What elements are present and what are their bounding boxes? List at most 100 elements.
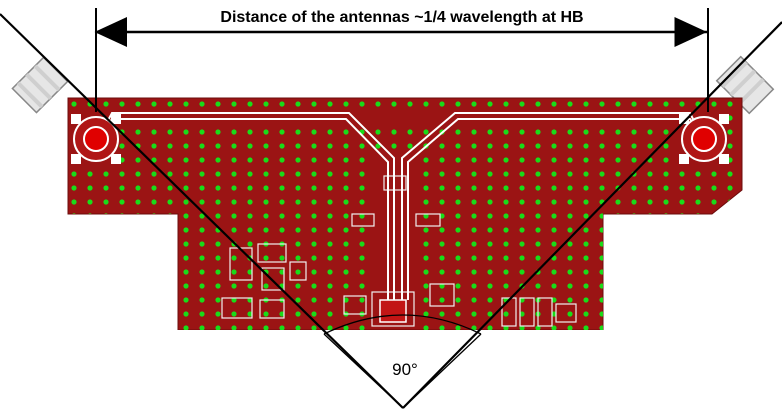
via	[439, 241, 445, 247]
via	[487, 269, 493, 275]
via	[119, 325, 125, 330]
via	[567, 241, 573, 247]
via	[215, 129, 221, 135]
via	[311, 199, 317, 205]
via	[295, 297, 301, 303]
via	[119, 283, 125, 289]
via	[167, 241, 173, 247]
via	[199, 157, 205, 163]
via	[247, 325, 253, 330]
via	[455, 157, 461, 163]
via	[263, 283, 269, 289]
via	[455, 171, 461, 177]
via	[119, 241, 125, 247]
via	[727, 185, 733, 191]
via	[231, 255, 237, 261]
via	[567, 297, 573, 303]
via	[615, 143, 621, 149]
via	[199, 255, 205, 261]
via	[215, 269, 221, 275]
via	[471, 283, 477, 289]
via	[471, 143, 477, 149]
via	[343, 143, 349, 149]
via	[231, 143, 237, 149]
via	[135, 269, 141, 275]
via	[231, 101, 237, 107]
via	[631, 269, 637, 275]
via	[647, 227, 653, 233]
via	[663, 255, 669, 261]
via	[295, 283, 301, 289]
via	[439, 157, 445, 163]
via	[663, 143, 669, 149]
via	[471, 269, 477, 275]
via	[359, 241, 365, 247]
via	[423, 283, 429, 289]
via	[663, 297, 669, 303]
via	[247, 311, 253, 317]
via	[71, 241, 77, 247]
via	[535, 101, 541, 107]
via	[599, 241, 605, 247]
via	[327, 101, 333, 107]
via	[215, 325, 221, 330]
via	[343, 185, 349, 191]
via	[87, 269, 93, 275]
via	[215, 199, 221, 205]
via	[583, 227, 589, 233]
via	[359, 185, 365, 191]
via	[471, 325, 477, 330]
via	[487, 213, 493, 219]
via	[455, 143, 461, 149]
via	[311, 241, 317, 247]
via	[471, 171, 477, 177]
via	[71, 325, 77, 330]
via	[151, 171, 157, 177]
via	[215, 171, 221, 177]
via	[439, 185, 445, 191]
via	[71, 171, 77, 177]
via	[295, 241, 301, 247]
via	[519, 227, 525, 233]
via	[567, 227, 573, 233]
via	[167, 157, 173, 163]
via	[455, 325, 461, 330]
via	[567, 157, 573, 163]
via	[535, 129, 541, 135]
via	[599, 171, 605, 177]
via	[247, 129, 253, 135]
via	[487, 129, 493, 135]
via	[295, 311, 301, 317]
via	[183, 269, 189, 275]
via	[455, 185, 461, 191]
via	[679, 283, 685, 289]
via	[135, 199, 141, 205]
via	[103, 283, 109, 289]
via	[535, 171, 541, 177]
via	[311, 297, 317, 303]
via	[487, 255, 493, 261]
via	[231, 199, 237, 205]
via	[311, 311, 317, 317]
via	[103, 171, 109, 177]
via	[535, 157, 541, 163]
via	[679, 325, 685, 330]
via	[279, 157, 285, 163]
via	[695, 269, 701, 275]
via	[183, 171, 189, 177]
via	[423, 101, 429, 107]
via	[439, 227, 445, 233]
via	[631, 311, 637, 317]
via	[327, 185, 333, 191]
via	[295, 213, 301, 219]
via	[583, 297, 589, 303]
via	[503, 283, 509, 289]
via	[455, 199, 461, 205]
via	[631, 241, 637, 247]
via	[599, 143, 605, 149]
via	[135, 185, 141, 191]
via	[519, 241, 525, 247]
via	[263, 129, 269, 135]
via	[695, 283, 701, 289]
